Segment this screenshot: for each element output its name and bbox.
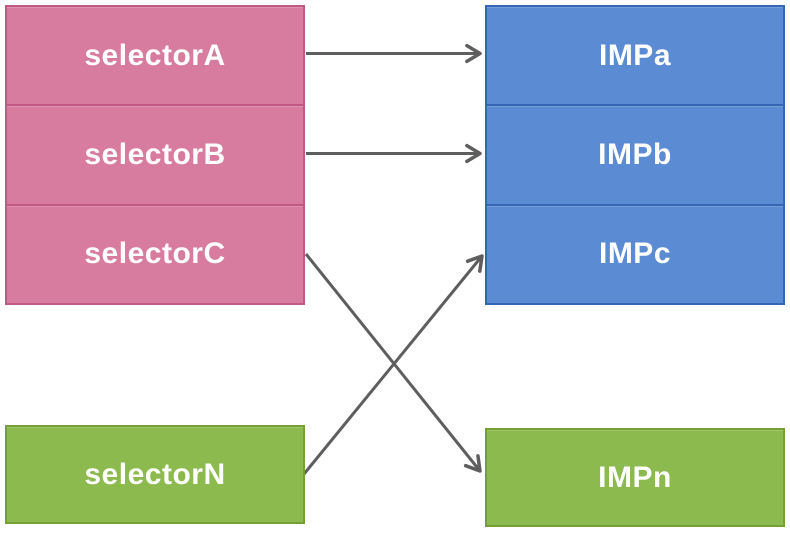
node-selectorC: selectorC [5, 203, 305, 305]
node-selectorB-label: selectorB [84, 137, 226, 171]
node-IMPc: IMPc [485, 203, 785, 305]
selector-stack: selectorA selectorB selectorC [5, 5, 305, 305]
node-selectorA-label: selectorA [84, 38, 226, 72]
node-selectorB: selectorB [5, 104, 305, 206]
node-IMPb: IMPb [485, 104, 785, 206]
node-selectorN: selectorN [5, 425, 305, 524]
node-IMPc-label: IMPc [598, 237, 672, 271]
node-IMPb-label: IMPb [598, 137, 672, 171]
node-selectorA: selectorA [5, 5, 305, 107]
node-selectorC-label: selectorC [84, 237, 226, 271]
node-selectorN-label: selectorN [84, 457, 226, 491]
arrow-selectorC-to-IMPn [304, 253, 482, 473]
node-IMPa-label: IMPa [598, 38, 672, 72]
arrow-selectorN-to-IMPc [302, 254, 484, 475]
node-IMPn-label: IMPn [598, 460, 672, 494]
node-IMPn: IMPn [485, 428, 785, 527]
node-IMPa: IMPa [485, 5, 785, 107]
imp-stack: IMPa IMPb IMPc [485, 5, 785, 305]
